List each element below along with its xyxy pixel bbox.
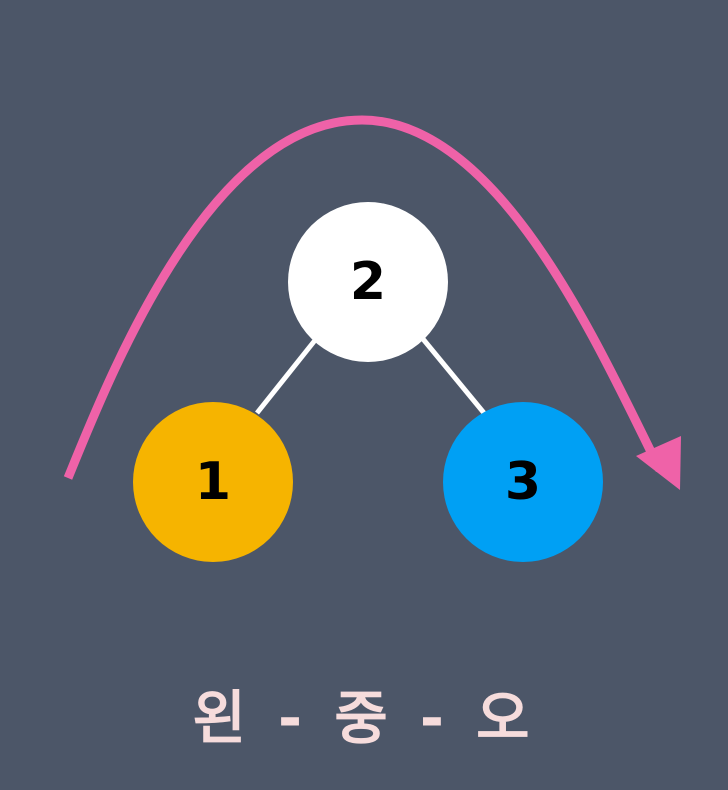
node-right-circle — [443, 402, 603, 562]
arrow-head-icon — [636, 436, 681, 490]
node-left-label: 1 — [195, 452, 231, 512]
traversal-order-caption: 왼 - 중 - 오 — [192, 684, 536, 752]
traversal-arrow — [63, 115, 681, 490]
node-root: 2 — [288, 202, 448, 362]
node-root-label: 2 — [350, 252, 386, 312]
traversal-arrow-curve — [63, 115, 665, 480]
node-left: 1 — [133, 402, 293, 562]
node-right-label: 3 — [505, 452, 541, 512]
node-right: 3 — [443, 402, 603, 562]
node-left-circle — [133, 402, 293, 562]
edge-root-left — [255, 337, 318, 415]
edge-root-right — [421, 337, 486, 415]
node-root-circle — [288, 202, 448, 362]
